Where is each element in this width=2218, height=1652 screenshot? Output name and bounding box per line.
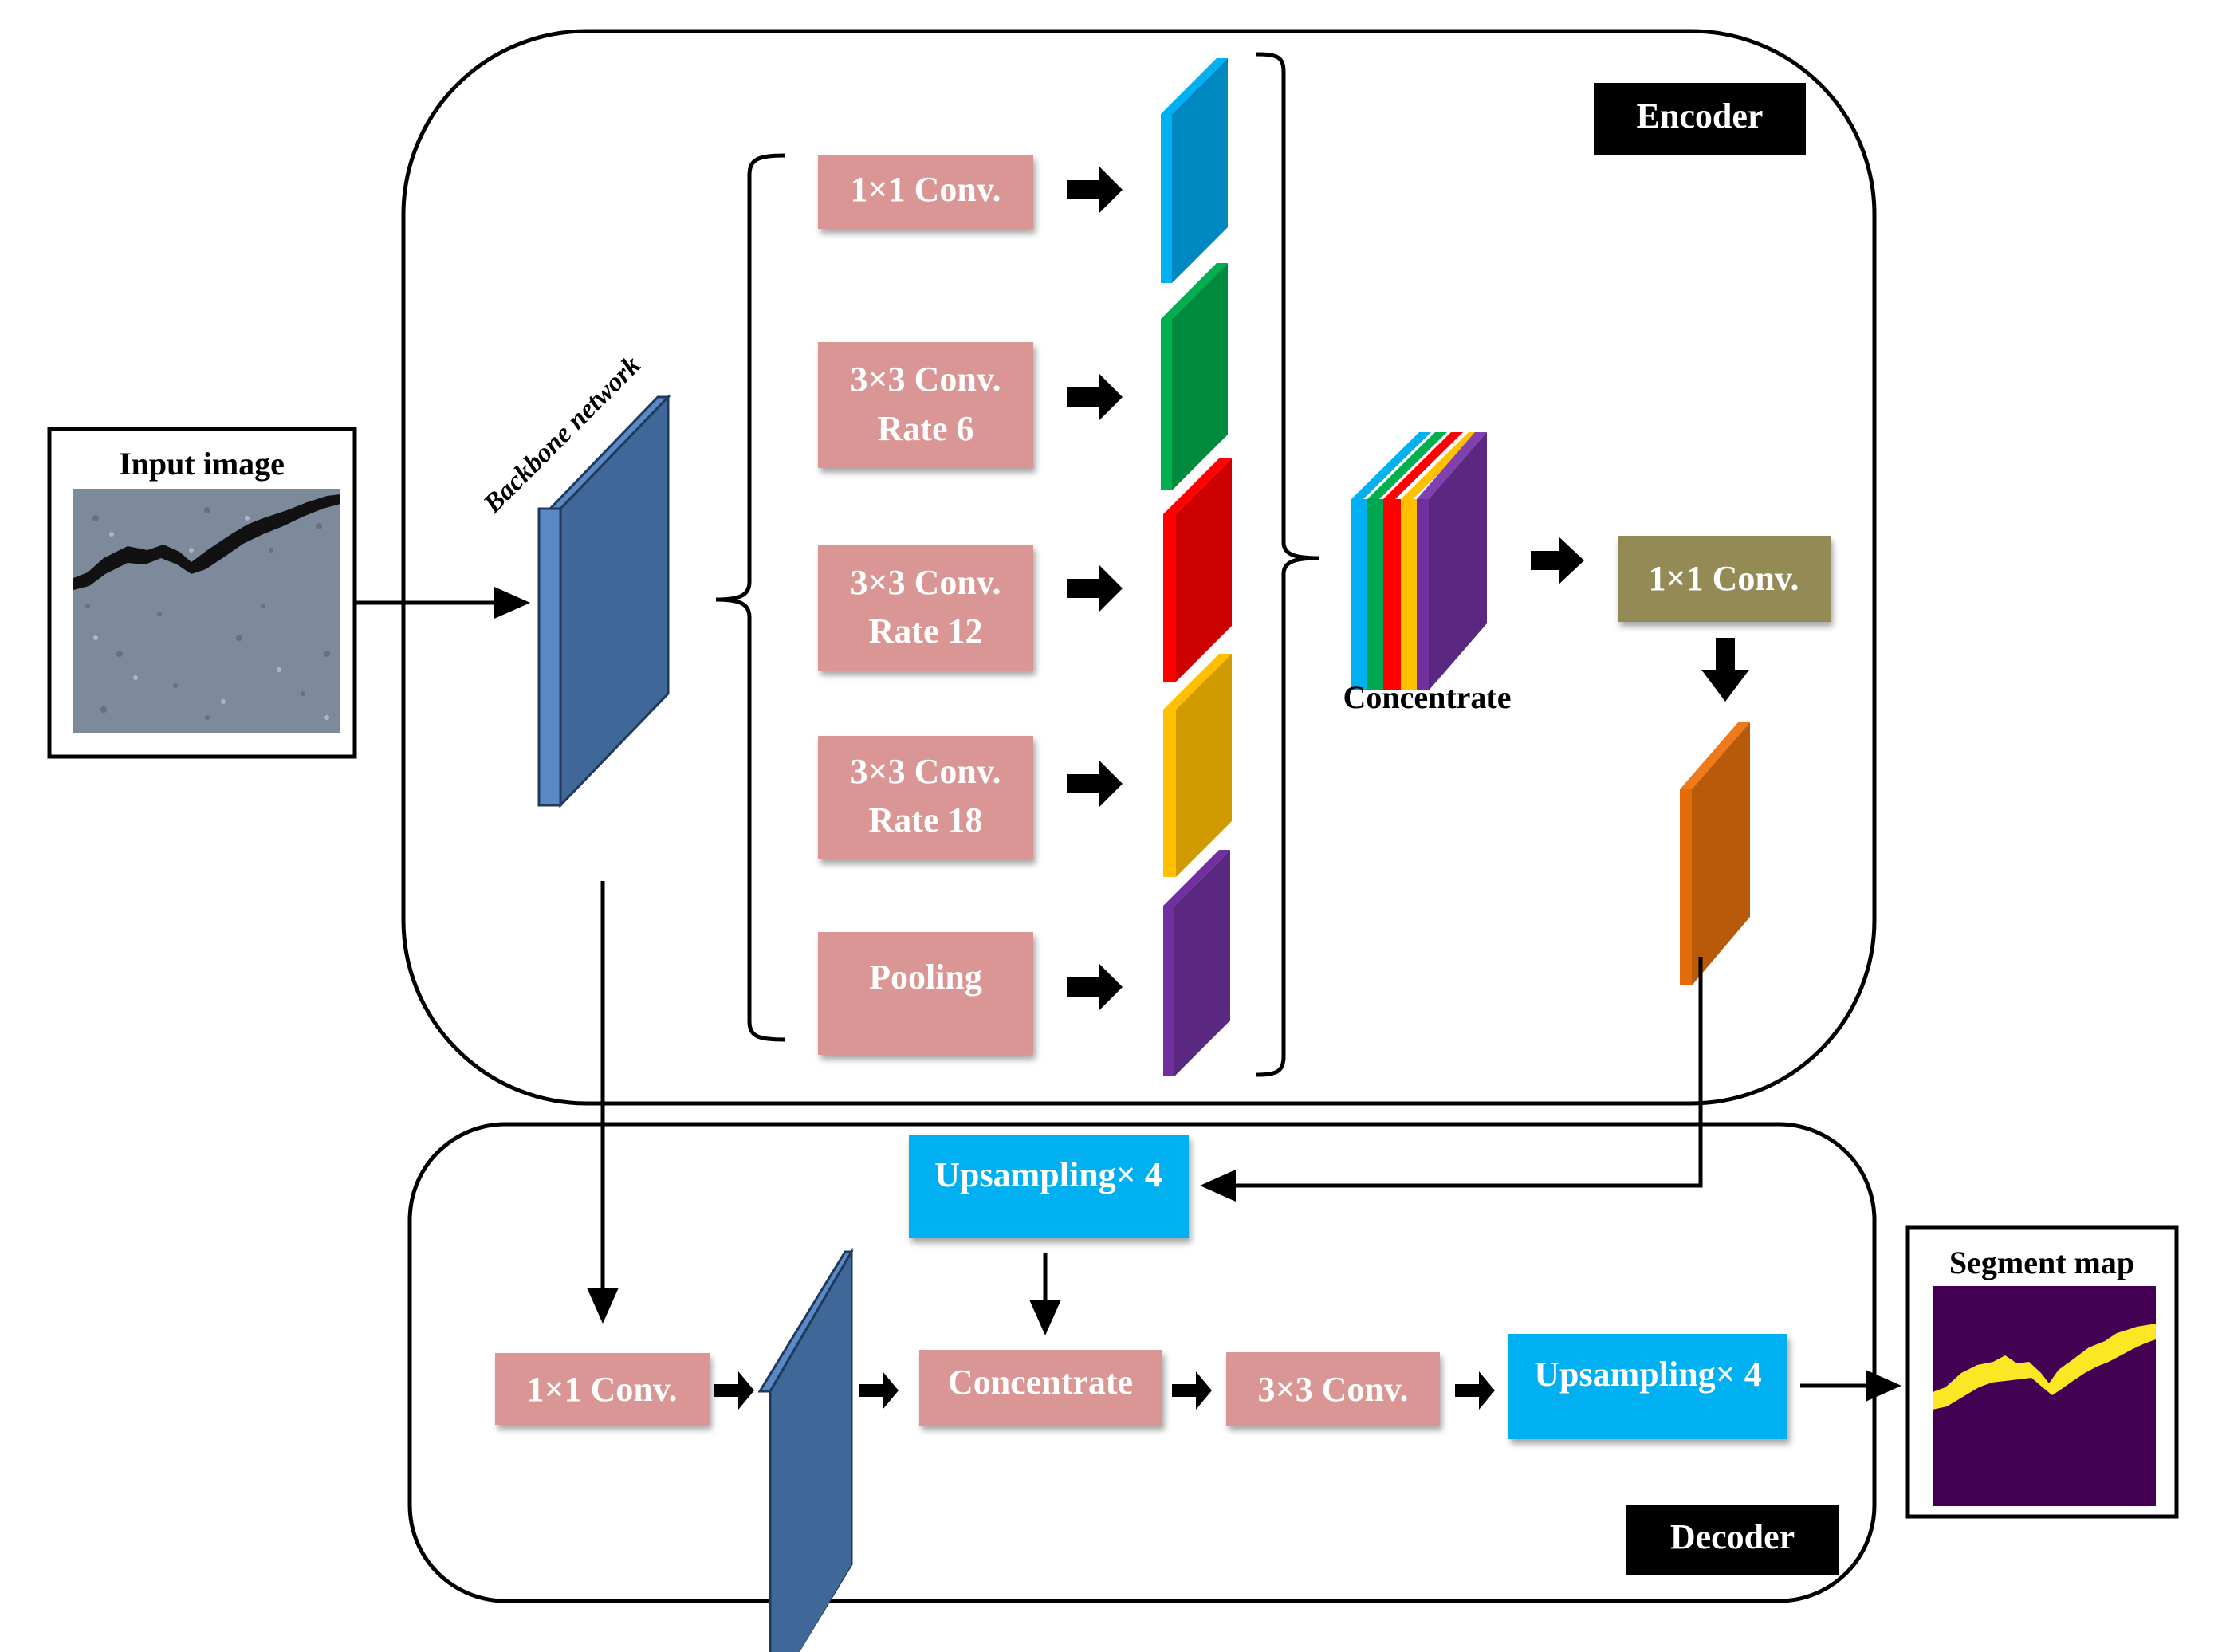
decoder-conv3x3-label: 3×3 Conv. — [1258, 1370, 1409, 1409]
block-arrow-icon — [1455, 1371, 1495, 1410]
block-arrow-icon — [1531, 537, 1584, 584]
aspp-branch-rate18 — [818, 736, 1033, 859]
aspp-branch-rate6-line1: 3×3 Conv. — [851, 360, 1001, 399]
encoder-tag: Encoder — [1594, 83, 1806, 155]
decoder-concat — [919, 1350, 1162, 1426]
input-image-thumbnail — [73, 489, 340, 733]
decoder-upsample-top — [909, 1135, 1189, 1238]
aspp-branch-rate12-line1: 3×3 Conv. — [851, 563, 1001, 602]
segment-map-image — [1933, 1286, 2156, 1506]
aspp-branch-rate12 — [818, 545, 1033, 671]
aspp-branch-rate6 — [818, 342, 1033, 468]
block-arrow-icon — [714, 1371, 754, 1410]
aspp-branch-pooling — [818, 932, 1033, 1055]
decoder-upsample-top-label: Upsampling× 4 — [934, 1155, 1162, 1194]
decoder-tag-label: Decoder — [1670, 1517, 1795, 1556]
block-arrow-icon — [1172, 1371, 1212, 1410]
input-image-panel: Input image — [47, 427, 357, 759]
decoder-low-level-conv — [495, 1353, 710, 1425]
decoder-tag: Decoder — [1626, 1505, 1839, 1575]
decoder-upsample-final — [1508, 1334, 1787, 1439]
concat-stack — [1351, 432, 1487, 690]
decoder-feature-slab-front — [772, 1256, 851, 1652]
block-arrow-icon — [1067, 963, 1123, 1011]
decoder-low-level-conv-label: 1×1 Conv. — [527, 1370, 678, 1409]
aspp-branch-rate18-line1: 3×3 Conv. — [851, 752, 1001, 791]
feature-slab-1x1 — [1161, 58, 1228, 283]
branch-arrows — [1067, 166, 1123, 1011]
encoder-container — [401, 29, 1877, 1106]
block-arrow-icon — [1067, 166, 1123, 214]
feature-slab-rate18 — [1163, 654, 1232, 877]
block-arrow-icon — [859, 1371, 899, 1410]
decoder-container — [407, 1122, 1877, 1603]
concat-label: Concentrate — [1343, 679, 1511, 715]
segment-map-label: Segment map — [1949, 1245, 2134, 1280]
aspp-branch-1x1 — [818, 155, 1033, 229]
block-arrow-icon — [1067, 564, 1123, 612]
feature-slab-rate12 — [1163, 458, 1232, 682]
crack-shape — [73, 494, 340, 590]
aspp-right-bracket — [1255, 52, 1320, 1077]
aspp-branch-pooling-label: Pooling — [869, 958, 982, 997]
block-arrow-icon — [1067, 373, 1123, 421]
aspp-branch-rate12-line2: Rate 12 — [869, 612, 983, 651]
block-arrow-icon — [1067, 760, 1123, 808]
encoder-output-slab — [1680, 722, 1750, 985]
block-arrow-down-icon — [1701, 638, 1749, 702]
aspp-branch-1x1-label: 1×1 Conv. — [851, 170, 1001, 209]
decoder-concat-label: Concentrate — [948, 1363, 1133, 1402]
feature-slab-pooling — [1163, 850, 1230, 1076]
backbone-slab — [537, 394, 671, 808]
aspp-left-bracket — [715, 153, 786, 1042]
input-image-label: Input image — [119, 446, 285, 482]
feature-slab-rate6 — [1161, 263, 1228, 490]
encoder-tag-label: Encoder — [1637, 96, 1764, 136]
decoder-upsample-final-label: Upsampling× 4 — [1534, 1355, 1761, 1394]
segmented-crack — [1933, 1324, 2156, 1410]
aspp-branch-rate18-line2: Rate 18 — [869, 800, 983, 840]
decoder-conv3x3 — [1226, 1352, 1440, 1426]
segment-map-panel: Segment map — [1905, 1225, 2179, 1519]
encoder-post-conv-label: 1×1 Conv. — [1649, 559, 1799, 598]
aspp-branch-rate6-line2: Rate 6 — [878, 409, 974, 448]
arrow-encoder-to-upsample — [1200, 957, 1703, 1202]
encoder-post-conv — [1618, 536, 1831, 622]
